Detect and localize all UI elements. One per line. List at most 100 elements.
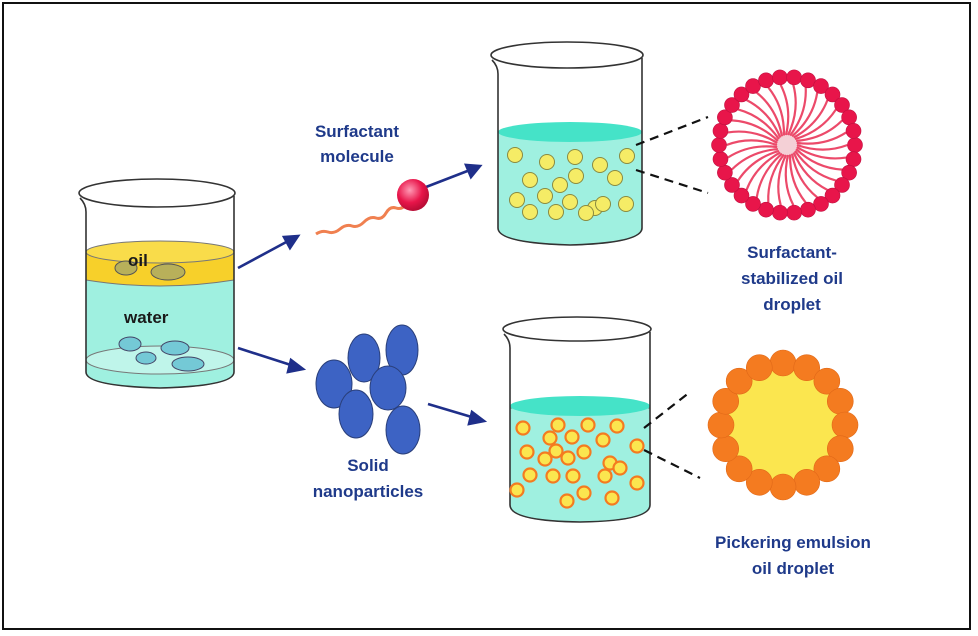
liquid-surface xyxy=(510,396,650,416)
surfactant-head xyxy=(813,196,829,212)
surfactant-head xyxy=(758,72,774,89)
surfactant-head xyxy=(733,187,750,204)
beaker-glass xyxy=(79,196,235,389)
surfactant-tail xyxy=(793,99,829,139)
nanoparticle-shell xyxy=(725,455,753,483)
oil-droplet xyxy=(539,154,555,170)
pickering-label-2: oil droplet xyxy=(752,559,835,578)
nanoparticle-shell xyxy=(712,435,740,463)
arrow-head xyxy=(463,163,483,180)
oil-droplet xyxy=(592,157,608,173)
oil-droplet xyxy=(619,148,635,164)
surfactant-tail xyxy=(784,154,795,206)
surfactant-tail xyxy=(756,91,784,137)
surfactant-tail xyxy=(777,154,787,206)
pickering-droplet xyxy=(612,460,628,476)
surfactant-label-1: Surfactant xyxy=(315,122,399,141)
surfactant-tail xyxy=(731,119,779,142)
nanoparticle xyxy=(347,333,381,383)
nanoparticle-shell xyxy=(826,387,854,415)
nanoparticle xyxy=(338,389,374,439)
oil-droplet xyxy=(595,196,611,212)
surfactant-label-2: molecule xyxy=(320,147,394,166)
surfactant-tail xyxy=(788,154,807,204)
beaker-glass xyxy=(503,332,651,523)
surfactant-tail xyxy=(796,131,847,145)
beaker-surfactant-emulsion xyxy=(490,41,644,246)
water-bubble xyxy=(135,351,157,365)
oil-droplet xyxy=(509,192,525,208)
surfactant-tail xyxy=(730,147,778,171)
surfactant-tail xyxy=(787,84,797,136)
surfactant-head xyxy=(824,86,841,103)
surfactant-droplet-label-1: Surfactant- xyxy=(747,243,837,262)
water-bubble xyxy=(118,336,142,352)
nanoparticles-label-1: Solid xyxy=(347,456,389,475)
surfactant-head xyxy=(724,97,740,113)
pickering-droplet xyxy=(564,429,580,445)
surfactant-head xyxy=(758,201,774,218)
surfactant-tail xyxy=(755,152,783,198)
pickering-droplet xyxy=(604,490,620,506)
oil-droplet xyxy=(568,168,584,184)
pickering-droplet xyxy=(580,417,596,433)
nanoparticle-shell xyxy=(725,367,753,395)
nanoparticle-shell xyxy=(813,367,841,395)
zoom-line xyxy=(635,168,709,195)
pickering-droplet xyxy=(565,468,581,484)
arrow-to-nanoparticles xyxy=(237,346,295,368)
beaker-glass xyxy=(491,58,643,246)
nanoparticle-shell xyxy=(793,354,821,382)
surfactant-tail xyxy=(315,203,408,236)
nanoparticle-shell xyxy=(745,354,773,382)
pickering-droplet xyxy=(559,493,575,509)
surfactant-head xyxy=(772,204,788,221)
emulsion-liquid xyxy=(509,407,651,523)
surfactant-head xyxy=(733,86,750,103)
surfactant-head xyxy=(845,123,862,139)
surfactant-head xyxy=(786,69,802,86)
pickering-droplet xyxy=(545,468,561,484)
nanoparticle xyxy=(315,359,353,409)
oil-droplet xyxy=(552,177,568,193)
surfactant-tail xyxy=(767,86,786,136)
surfactant-head xyxy=(745,78,761,94)
pickering-droplet xyxy=(629,475,645,491)
oil-droplet xyxy=(607,170,623,186)
pickering-emulsion-droplet xyxy=(707,349,859,501)
arrow-to-beaker-surfactant xyxy=(425,168,471,189)
oil-droplet xyxy=(507,147,523,163)
arrow-head xyxy=(281,234,301,251)
surfactant-tail xyxy=(727,130,778,144)
beaker-rim xyxy=(502,316,652,342)
surfactant-droplet-label-3: droplet xyxy=(763,295,821,314)
surfactant-tail xyxy=(796,143,848,151)
surfactant-head xyxy=(841,164,857,181)
nanoparticle-shell xyxy=(826,435,854,463)
pickering-droplet xyxy=(597,468,613,484)
beaker-rim xyxy=(490,41,644,69)
surfactant-head xyxy=(717,164,733,181)
solid-nanoparticles xyxy=(315,324,421,455)
surfactant-head xyxy=(745,196,761,212)
surfactant-tail xyxy=(746,99,782,138)
nanoparticle-shell xyxy=(813,455,841,483)
nanoparticle-shell xyxy=(769,349,797,377)
pickering-droplet xyxy=(522,467,538,483)
beaker-pickering-emulsion xyxy=(502,316,652,523)
arrow-head xyxy=(467,409,488,426)
pickering-droplet xyxy=(519,444,535,460)
pickering-droplet xyxy=(550,417,566,433)
surfactant-molecule xyxy=(315,179,429,236)
surfactant-head xyxy=(800,72,816,89)
surfactant-tail xyxy=(795,148,843,171)
surfactant-droplets xyxy=(507,147,635,221)
zoom-line xyxy=(643,449,701,479)
surfactant-tail xyxy=(794,150,837,182)
nanoparticle-shell xyxy=(745,468,773,496)
pickering-label-1: Pickering emulsion xyxy=(715,533,871,552)
pickering-droplet xyxy=(609,418,625,434)
oil-droplet xyxy=(548,204,564,220)
zoom-lines xyxy=(635,115,709,479)
